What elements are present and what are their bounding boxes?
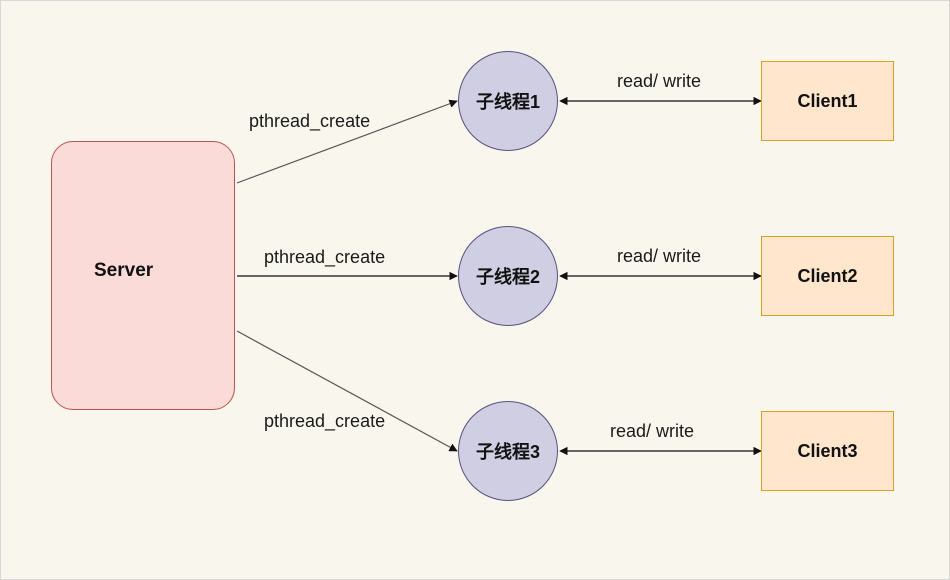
client-node-2: Client2 <box>761 236 894 316</box>
thread-node-2: 子线程2 <box>458 226 558 326</box>
io-edge-label-1: read/ write <box>617 71 702 91</box>
io-edge-label-3: read/ write <box>610 421 695 441</box>
thread-node-3: 子线程3 <box>458 401 558 501</box>
create-edge-label-3: pthread_create <box>264 411 386 431</box>
client-node-1: Client1 <box>761 61 894 141</box>
server-label: Server <box>94 260 154 281</box>
client-node-3: Client3 <box>761 411 894 491</box>
create-edge-label-2: pthread_create <box>264 247 386 267</box>
server-node: Server <box>51 141 235 410</box>
create-edge-1 <box>236 99 458 184</box>
create-edge-label-1: pthread_create <box>249 111 371 131</box>
thread-node-1: 子线程1 <box>458 51 558 151</box>
io-edge-label-2: read/ write <box>617 246 702 266</box>
create-edge-3 <box>236 330 458 452</box>
